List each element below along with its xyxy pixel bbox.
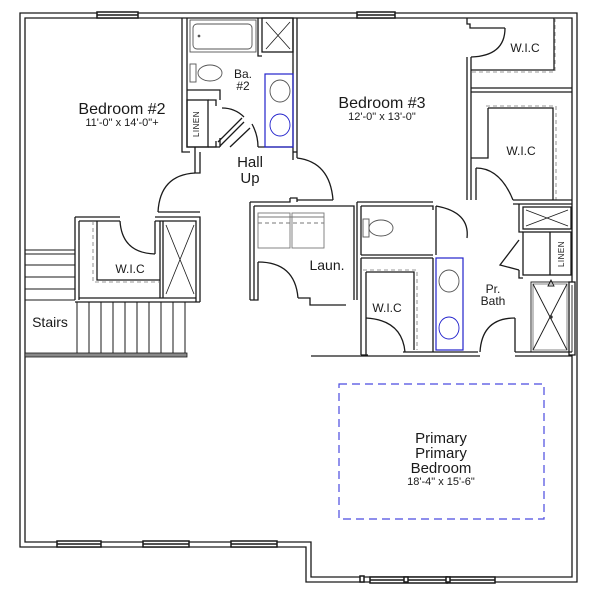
exterior-walls [19, 12, 578, 583]
primary-bath-door [311, 317, 572, 357]
bedroom2-door [157, 147, 201, 213]
primary-bedroom-label-line3: Bedroom [410, 460, 472, 477]
bedroom2-wic-label: W.I.C [115, 262, 145, 276]
bath2-toilet [189, 63, 223, 83]
bedroom2-wic-walls [74, 216, 201, 303]
bath2-label-line1: Ba. [233, 67, 252, 81]
bath2-vanity [264, 73, 294, 148]
bath2-tub [189, 19, 257, 53]
window-bedroom3-top [356, 11, 396, 19]
bath2-label-line2: #2 [236, 79, 250, 93]
primary-toilet-room [357, 201, 468, 256]
tray-ceiling-outline [338, 383, 545, 520]
primary-toilet [362, 218, 394, 238]
washer-dryer [257, 212, 325, 249]
bedroom3-wic-label: W.I.C [510, 41, 540, 55]
bedroom3-wic-walls [466, 18, 572, 200]
laundry-label: Laun. [309, 257, 345, 273]
windows-bottom-right [359, 575, 496, 584]
primary-wic-lower-label: W.I.C [372, 301, 402, 315]
primary-bedroom-label-line1: Primary [415, 430, 467, 447]
primary-wic-upper-label: W.I.C [506, 144, 536, 158]
primary-shower [530, 278, 576, 356]
primary-bedroom-label-line2: Primary [415, 445, 467, 462]
stairs-label: Stairs [32, 314, 68, 330]
bedroom3-walls [290, 151, 334, 202]
primary-vanity [435, 257, 464, 351]
bedroom3-label: Bedroom #3 [338, 95, 426, 112]
window-bedroom2-top [96, 11, 139, 19]
windows-bottom-left [56, 540, 278, 548]
primary-bedroom-dimensions: 18'-4" x 15'-6" [407, 476, 475, 488]
bedroom2-label: Bedroom #2 [78, 101, 166, 118]
primary-bath-label-line2: Bath [480, 294, 506, 308]
bedroom2-dimensions: 11'-0" x 14'-0"+ [85, 117, 159, 129]
hall-label-line1: Hall [237, 154, 263, 171]
primary-right-closets [498, 199, 572, 279]
stairs [24, 249, 188, 358]
laundry-walls [249, 198, 358, 306]
primary-bath-label-line1: Pr. [485, 282, 501, 296]
bath2-shower [257, 17, 294, 57]
bath2-linen-closet [186, 99, 217, 148]
bedroom3-dimensions: 12'-0" x 13'-0" [348, 111, 416, 123]
hall-label-line2: Up [240, 170, 260, 187]
primary-wic-upper-walls [471, 105, 557, 201]
bath2-door [217, 107, 259, 148]
primary-wic-lower-walls [360, 257, 478, 356]
primary-linen-label: LINEN [557, 240, 566, 268]
bath2-linen-label: LINEN [192, 110, 201, 138]
